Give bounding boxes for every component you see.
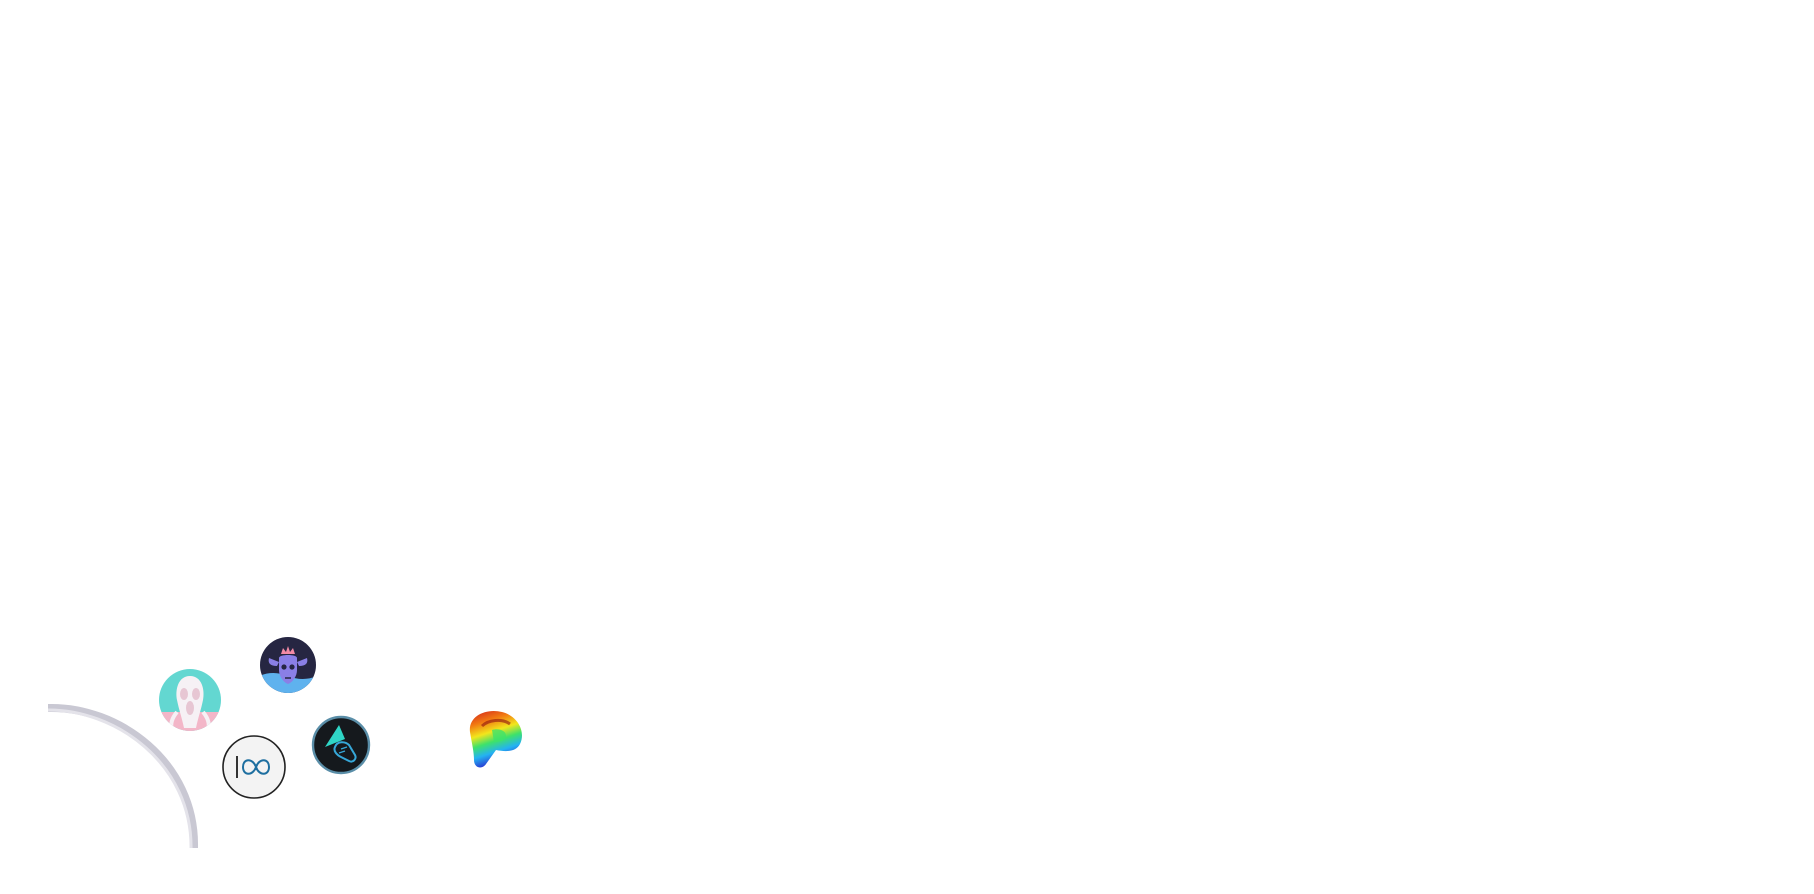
rainbow-curve-icon (469, 710, 522, 768)
orbit-arc (48, 703, 199, 848)
token-scream[interactable] (158, 668, 222, 732)
token-curve[interactable] (462, 706, 528, 772)
infinity-bar-icon (222, 735, 286, 799)
scream-mask-icon (159, 669, 221, 731)
bull-skull-icon (260, 637, 316, 693)
teal-shoe-icon (311, 715, 371, 775)
token-alpha-shoe[interactable] (311, 715, 371, 775)
token-infinity[interactable] (221, 734, 287, 800)
token-bull[interactable] (259, 636, 317, 694)
